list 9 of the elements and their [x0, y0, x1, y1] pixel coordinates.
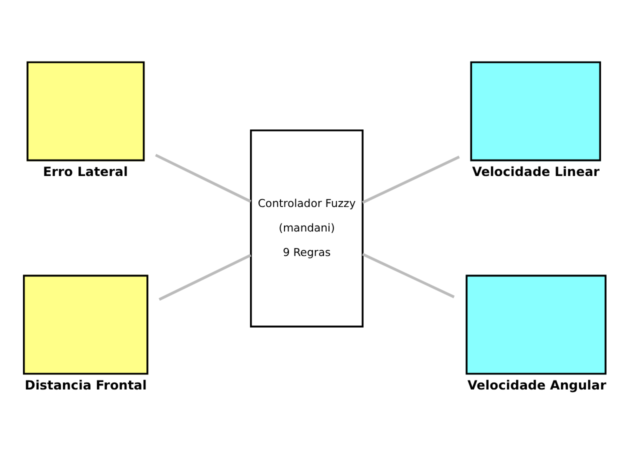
node-box: Controlador Fuzzy (mandani) 9 Regras — [250, 128, 364, 327]
connector — [155, 153, 252, 202]
connector — [362, 155, 460, 204]
node-label: Erro Lateral — [42, 163, 128, 178]
node-label: Velocidade Linear — [472, 163, 600, 178]
node-label: Distancia Frontal — [24, 376, 147, 392]
node-label: Velocidade Angular — [468, 376, 606, 392]
connector — [362, 252, 455, 298]
connector — [158, 253, 252, 300]
